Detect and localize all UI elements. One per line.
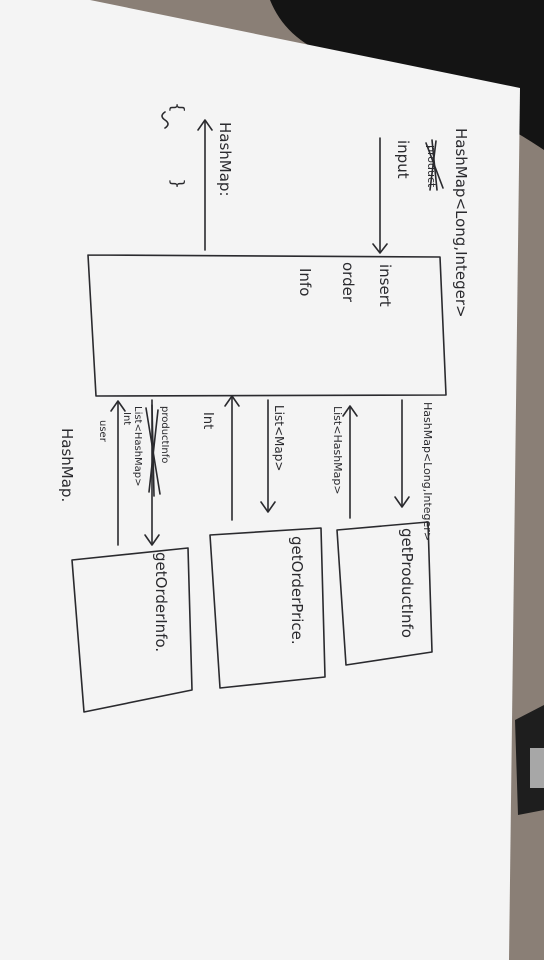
input-arrowhead: [372, 243, 388, 254]
output-arrowhead: [197, 119, 213, 131]
main-box-outline: [87, 254, 447, 397]
order-param-int: Int: [121, 412, 132, 425]
output-label: HashMap:: [216, 122, 234, 197]
price-request-arrowhead: [260, 501, 276, 513]
footer-label: HashMap.: [58, 428, 76, 502]
product-request-arrowhead: [394, 496, 410, 508]
main-box-label-2: order: [339, 262, 357, 303]
input-crossed-word: product: [425, 145, 438, 188]
product-response-arrowhead: [342, 405, 358, 417]
product-box-label: getProductInfo: [398, 528, 416, 638]
price-request-label: List<Map>: [272, 405, 286, 471]
order-crossed-label: productInfo: [159, 406, 170, 463]
order-box-label: getOrderInfo.: [152, 552, 170, 652]
strike-product: [425, 139, 444, 191]
price-response-arrowhead: [224, 395, 240, 407]
product-box-outline: [336, 521, 433, 666]
main-box-label-1: insert: [376, 264, 394, 307]
order-request-label: List<HashMap>: [132, 406, 143, 487]
input-type-label: HashMap<Long,Integer>: [452, 128, 470, 318]
price-box-label: getOrderPrice.: [288, 536, 306, 645]
input-label: input: [394, 140, 412, 179]
brace-left: [161, 111, 169, 129]
hand-drawn-diagram: [71, 111, 447, 713]
price-box-outline: [209, 527, 326, 689]
order-response-arrowhead: [110, 400, 126, 412]
price-response-label: Int: [200, 412, 215, 429]
product-response-label: List<HashMap>: [331, 406, 344, 495]
order-param-user: user: [97, 420, 108, 443]
pen-clip: [530, 748, 544, 788]
order-box-outline: [71, 547, 193, 713]
order-request-arrowhead: [144, 534, 160, 546]
paper-sheet: [0, 0, 520, 960]
strike-productinfo: [145, 404, 161, 497]
product-request-label: HashMap<Long,Integer>: [421, 402, 434, 541]
main-box-label-3: Info: [296, 268, 314, 296]
output-braces: { }: [167, 102, 187, 219]
